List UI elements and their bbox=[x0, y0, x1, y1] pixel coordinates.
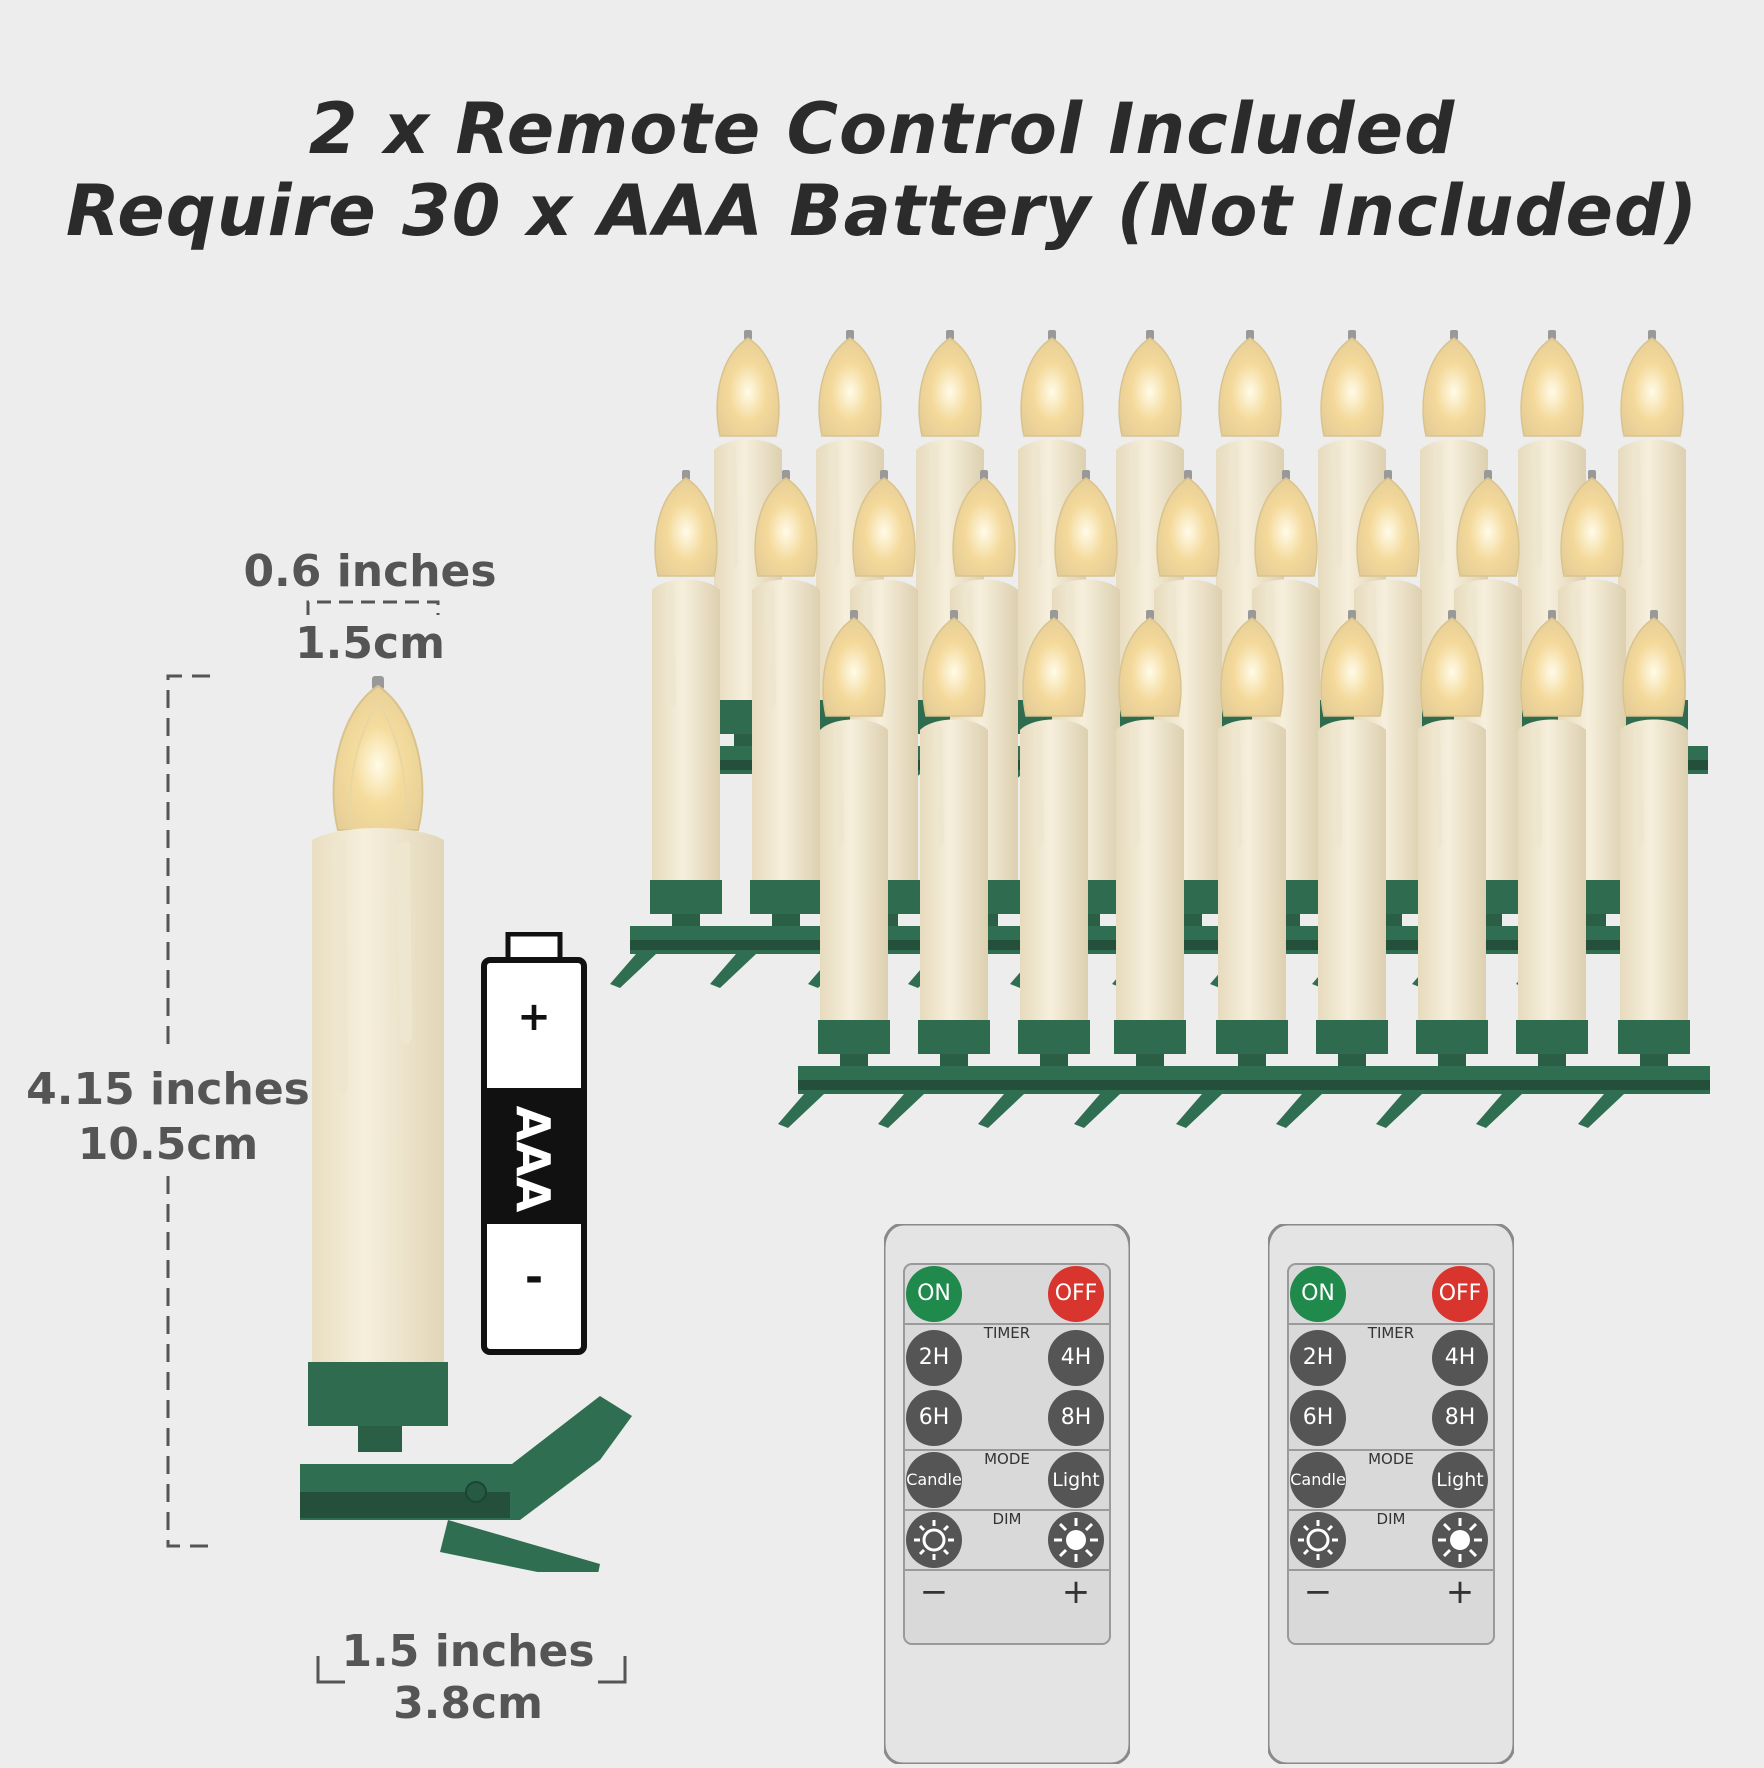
height-inches-label: 4.15 inches bbox=[26, 1064, 310, 1115]
minus-label: − bbox=[1303, 1572, 1333, 1612]
candle-12 bbox=[710, 470, 842, 988]
on-button[interactable]: ON bbox=[906, 1266, 962, 1322]
candle-27 bbox=[1376, 610, 1508, 1128]
candle-24 bbox=[1074, 610, 1206, 1128]
dim-label: DIM bbox=[1376, 1510, 1406, 1528]
candle-21 bbox=[778, 610, 910, 1128]
aaa-battery: + AAA - bbox=[478, 932, 608, 1356]
candle-mode-button[interactable]: Candle bbox=[1290, 1452, 1346, 1508]
light-mode-button[interactable]: Light bbox=[1432, 1452, 1488, 1508]
mode-label: MODE bbox=[984, 1450, 1030, 1468]
plus-label: + bbox=[1445, 1572, 1475, 1612]
sun-dim-icon bbox=[1298, 1520, 1338, 1560]
sun-bright-icon bbox=[1054, 1518, 1098, 1562]
sun-bright-icon bbox=[1438, 1518, 1482, 1562]
candle-26 bbox=[1276, 610, 1408, 1128]
clip-cm-label: 3.8cm bbox=[393, 1678, 543, 1729]
height-cm-label: 10.5cm bbox=[77, 1119, 259, 1170]
candle-28 bbox=[1476, 610, 1608, 1128]
candle-29 bbox=[1578, 610, 1710, 1128]
candle-25 bbox=[1176, 610, 1308, 1128]
timer-6h-button[interactable]: 6H bbox=[906, 1390, 962, 1446]
timer-6h-button[interactable]: 6H bbox=[1290, 1390, 1346, 1446]
dim-down-button[interactable] bbox=[1290, 1512, 1346, 1568]
mode-label: MODE bbox=[1368, 1450, 1414, 1468]
timer-2h-button[interactable]: 2H bbox=[906, 1330, 962, 1386]
timer-2h-button[interactable]: 2H bbox=[1290, 1330, 1346, 1386]
off-button[interactable]: OFF bbox=[1432, 1266, 1488, 1322]
diameter-cm-label: 1.5cm bbox=[295, 618, 445, 669]
sun-dim-icon bbox=[914, 1520, 954, 1560]
minus-label: − bbox=[919, 1572, 949, 1612]
timer-8h-button[interactable]: 8H bbox=[1432, 1390, 1488, 1446]
timer-8h-button[interactable]: 8H bbox=[1048, 1390, 1104, 1446]
light-mode-button[interactable]: Light bbox=[1048, 1452, 1104, 1508]
timer-4h-button[interactable]: 4H bbox=[1048, 1330, 1104, 1386]
candle-23 bbox=[978, 610, 1110, 1128]
dim-up-button[interactable] bbox=[1048, 1512, 1104, 1568]
clip-inches-label: 1.5 inches bbox=[341, 1626, 595, 1677]
timer-label: TIMER bbox=[983, 1324, 1031, 1342]
plus-label: + bbox=[1061, 1572, 1091, 1612]
dim-label: DIM bbox=[992, 1510, 1022, 1528]
battery-plus-sign: + bbox=[517, 994, 551, 1040]
single-candle bbox=[300, 676, 632, 1572]
remote-control-1: ON OFF TIMER 2H 4H 6H 8H MODE Candle Lig… bbox=[882, 1222, 1132, 1768]
headline-line-2: Require 30 x AAA Battery (Not Included) bbox=[65, 170, 1699, 252]
diameter-inches-label: 0.6 inches bbox=[243, 546, 497, 597]
off-button[interactable]: OFF bbox=[1048, 1266, 1104, 1322]
candle-mode-button[interactable]: Candle bbox=[906, 1452, 962, 1508]
dim-down-button[interactable] bbox=[906, 1512, 962, 1568]
candle-22 bbox=[878, 610, 1010, 1128]
timer-4h-button[interactable]: 4H bbox=[1432, 1330, 1488, 1386]
on-button[interactable]: ON bbox=[1290, 1266, 1346, 1322]
headline-line-1: 2 x Remote Control Included bbox=[308, 88, 1456, 170]
dim-up-button[interactable] bbox=[1432, 1512, 1488, 1568]
timer-label: TIMER bbox=[1367, 1324, 1415, 1342]
battery-minus-sign: - bbox=[524, 1252, 544, 1303]
remote-control-2: ON OFF TIMER 2H 4H 6H 8H MODE Candle Lig… bbox=[1266, 1222, 1516, 1768]
candle-11 bbox=[610, 470, 742, 988]
